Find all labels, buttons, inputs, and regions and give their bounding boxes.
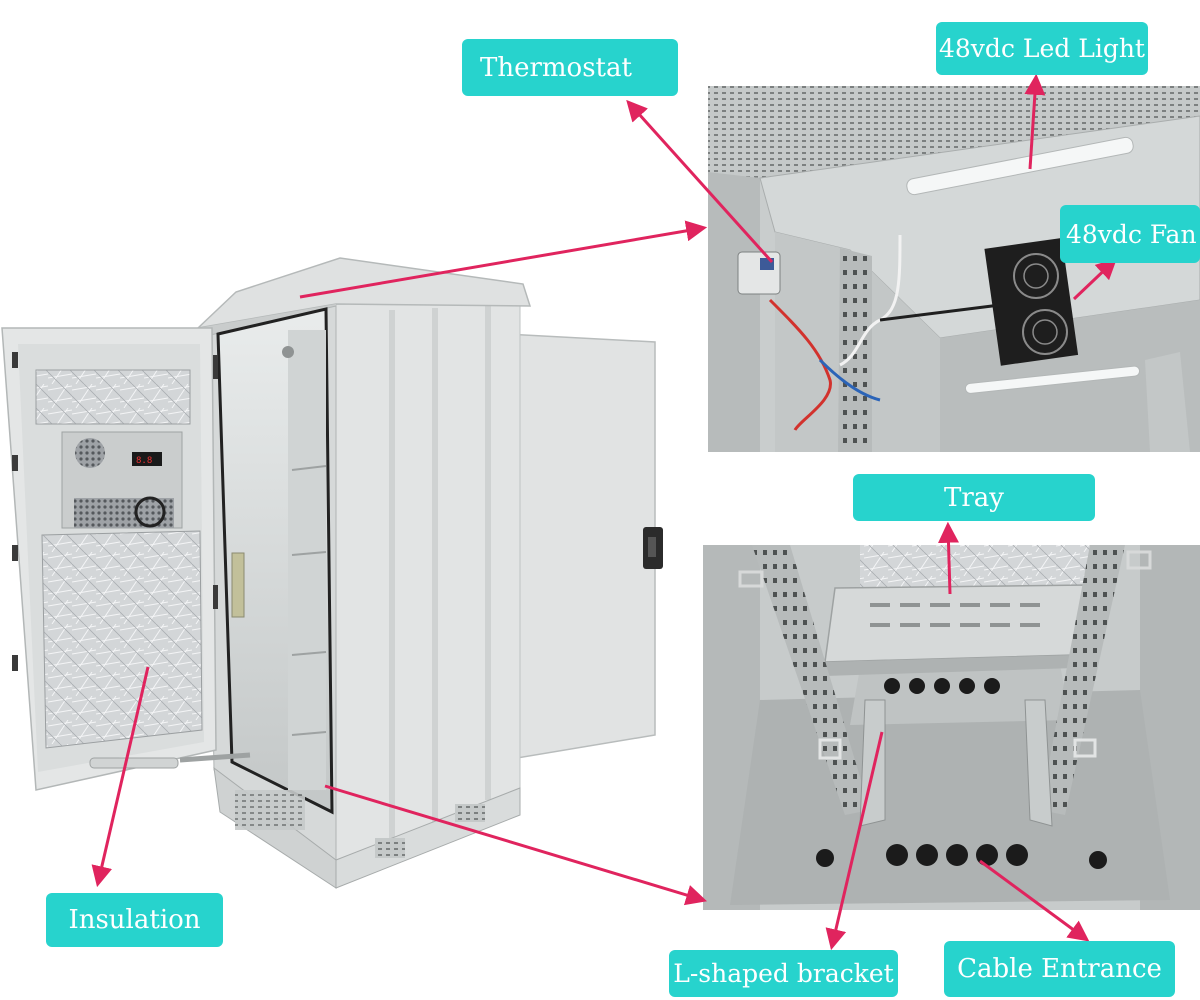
arrow-tray	[937, 521, 959, 595]
arrow-fan	[1072, 258, 1118, 301]
arrow-insulation	[91, 666, 150, 888]
label-cable-entrance: Cable Entrance	[944, 941, 1175, 997]
arrow-led-light	[1024, 73, 1046, 170]
label-tray: Tray	[853, 474, 1095, 521]
label-insulation: Insulation	[46, 893, 223, 947]
label-l-shaped-bracket: L-shaped bracket	[669, 950, 898, 997]
detail-photo-bottom	[703, 545, 1200, 910]
arrow-thermostat	[626, 99, 774, 264]
arrow-cabinet-bottom-to-photo	[324, 784, 708, 906]
arrow-cable-entrance	[979, 859, 1090, 942]
label-thermostat: Thermostat	[462, 39, 678, 96]
callout-arrows	[91, 73, 1118, 951]
svg-text:8.8: 8.8	[136, 456, 152, 466]
label-fan: 48vdc Fan	[1060, 205, 1200, 263]
detail-photo-top	[708, 86, 1200, 452]
label-led-light: 48vdc Led Light	[936, 22, 1148, 75]
arrow-l-bracket	[825, 731, 884, 951]
arrow-cabinet-top-to-photo	[299, 220, 708, 299]
outdoor-cabinet: 8.8	[1, 257, 663, 889]
